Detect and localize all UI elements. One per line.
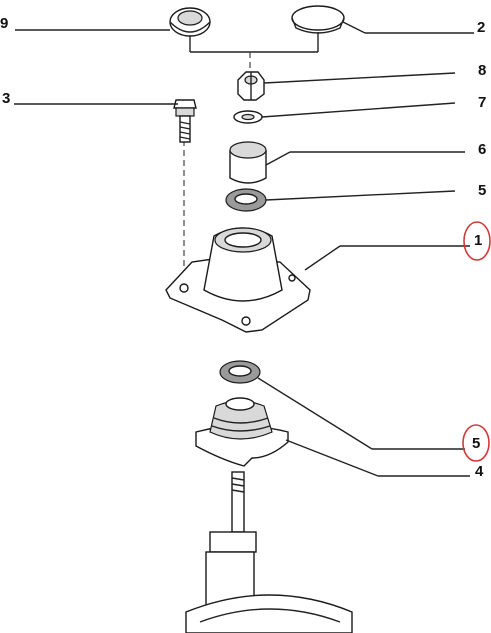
callout-7: 7 [478,94,487,111]
cap-bracket [189,32,319,72]
callout-4: 4 [475,463,484,480]
strut-top-mount [165,227,311,333]
highlight-circle-part-1 [463,221,491,261]
dust-cap-right [291,5,345,34]
callout-9: 9 [0,15,9,32]
callout-5-upper: 5 [478,182,487,199]
callout-8: 8 [478,62,487,79]
callout-6: 6 [478,141,487,158]
leader-lines [14,21,474,477]
spring-seat [195,397,289,467]
callout-3: 3 [2,90,11,107]
highlight-circle-part-5 [462,424,490,462]
callout-5-lower: 5 [472,435,481,452]
seal-ring-lower [219,360,261,384]
bushing [229,141,267,184]
seal-ring-upper [225,188,267,212]
bolt [173,99,197,143]
washer-small [233,110,263,124]
dust-cap-left [169,7,211,37]
shock-absorber [185,471,353,633]
callout-1: 1 [474,232,483,249]
callout-2: 2 [477,19,486,36]
nut [237,71,265,101]
